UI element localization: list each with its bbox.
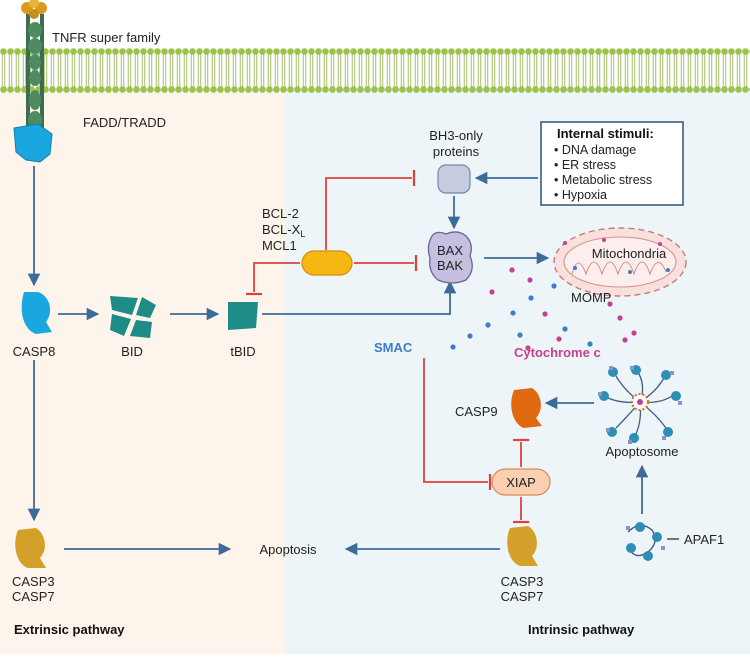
tbid-shape (228, 302, 258, 330)
tnf-ligand (21, 0, 47, 19)
internal-stimuli-title: Internal stimuli: (557, 126, 654, 141)
mitochondria-label: Mitochondria (592, 246, 667, 261)
bclxl-label: BCL-XL (262, 222, 305, 239)
inhibit-bcl2-tbid (253, 262, 300, 292)
cell-membrane (0, 48, 750, 93)
fadd-tradd-shape (13, 123, 53, 163)
bax-label: BAX (437, 243, 463, 258)
bid-shape (110, 296, 156, 338)
casp3-right-shape (507, 526, 538, 566)
bh3-label-line2: proteins (433, 144, 480, 159)
inhibit-bcl2-bh3 (325, 177, 412, 250)
apoptosome-shape (598, 365, 682, 444)
bcl2-protein-shape (301, 250, 353, 276)
stimulus-item: • ER stress (554, 158, 616, 172)
fadd-label: FADD/TRADD (83, 115, 166, 130)
momp-label: MOMP (571, 290, 611, 305)
casp8-shape (21, 292, 52, 334)
bh3-protein-shape (437, 164, 471, 194)
stimulus-item: • DNA damage (554, 143, 636, 157)
extrinsic-pathway-title: Extrinsic pathway (14, 622, 125, 637)
stimulus-item: • Metabolic stress (554, 173, 652, 187)
smac-label: SMAC (374, 340, 413, 355)
internal-stimuli-box: Internal stimuli: • DNA damage • ER stre… (540, 121, 684, 206)
tbid-label: tBID (230, 344, 255, 359)
bak-label: BAK (437, 258, 463, 273)
apaf1-shape (626, 522, 665, 561)
arrow-tbid-baxbak (262, 280, 457, 315)
bcl2-label: BCL-2 (262, 206, 299, 221)
tnfr-label: TNFR super family (52, 30, 161, 45)
casp3-left-shape (15, 528, 47, 568)
apoptosome-label: Apoptosome (606, 444, 679, 459)
casp8-label: CASP8 (13, 344, 56, 359)
casp9-shape (511, 388, 542, 428)
casp7-left-label: CASP7 (12, 589, 55, 604)
tnfr-receptor (26, 14, 44, 132)
intrinsic-pathway-title: Intrinsic pathway (528, 622, 635, 637)
mitochondria-shape (553, 227, 687, 297)
stimulus-item: • Hypoxia (554, 188, 607, 202)
bh3-label-line1: BH3-only (429, 128, 483, 143)
casp3-right-label: CASP3 (501, 574, 544, 589)
bclxl-main: BCL-X (262, 222, 301, 237)
smac-particles (450, 283, 593, 350)
cytochrome-c-label: Cytochrome c (514, 345, 601, 360)
casp3-left-label: CASP3 (12, 574, 55, 589)
apaf1-label: APAF1 (684, 532, 724, 547)
baxbak-shape (427, 231, 473, 284)
xiap-shape (491, 468, 551, 496)
xiap-label: XIAP (506, 475, 536, 490)
bid-label: BID (121, 344, 143, 359)
casp7-right-label: CASP7 (501, 589, 544, 604)
apoptosis-label: Apoptosis (259, 542, 317, 557)
inhibit-smac-xiap (423, 358, 488, 483)
casp9-label: CASP9 (455, 404, 498, 419)
mcl1-label: MCL1 (262, 238, 297, 253)
extrinsic-background (0, 88, 285, 654)
cytochrome-c-particles (489, 267, 637, 351)
bclxl-subscript: L (300, 229, 305, 239)
